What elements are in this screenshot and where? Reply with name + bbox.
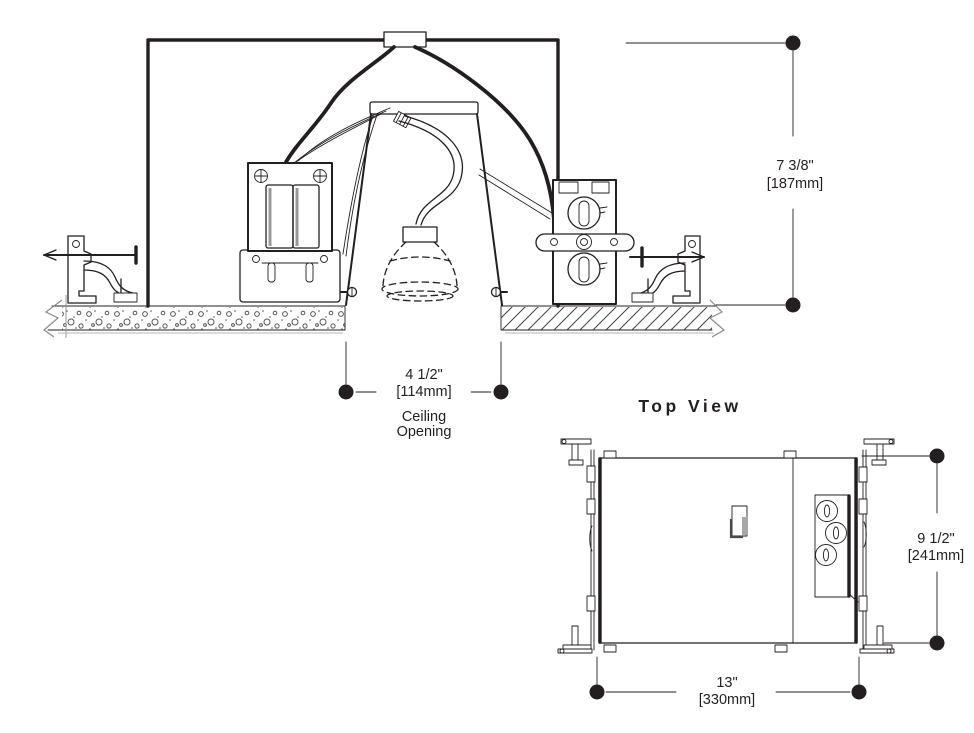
junction-box-top [814, 494, 859, 603]
supply-wires [284, 45, 556, 222]
trim-screw-left [340, 286, 358, 298]
lamp-housing [288, 101, 553, 306]
mounting-bar [535, 233, 635, 252]
transformer-bracket [239, 249, 341, 303]
opening-caption-line2: Opening [397, 424, 452, 440]
junction-box-side [535, 179, 635, 305]
reflector-lamp [381, 241, 459, 302]
dimension-dot [493, 384, 509, 400]
cable-clamp [383, 31, 427, 48]
hanger-bracket-left [43, 235, 138, 304]
lamp-socket [402, 226, 438, 243]
opening-mm-label: [114mm] [396, 384, 451, 400]
knockout [825, 522, 847, 544]
dimension-dot [785, 297, 801, 313]
hanger-bracket-right [629, 235, 705, 304]
dimension-width: 13" [330mm] [589, 656, 867, 708]
dimension-depth: 9 1/2" [241mm] [861, 448, 964, 651]
dimension-dot [338, 384, 354, 400]
opening-caption-line1: Ceiling [402, 409, 446, 425]
top-view: Top View [557, 396, 964, 708]
dimension-ceiling-opening: 4 1/2" [114mm] Ceiling Opening [338, 341, 509, 440]
housing-top-plate [369, 101, 479, 115]
height-mm-label: [187mm] [767, 176, 823, 192]
knockout [816, 500, 838, 522]
top-view-title: Top View [638, 396, 741, 416]
side-view: 7 3/8" [187mm] 4 1/2" [114mm] Ceiling Op… [43, 31, 823, 440]
dimension-dot [785, 35, 801, 51]
depth-mm-label: [241mm] [908, 548, 964, 564]
transformer-coil [292, 184, 320, 249]
knockout [815, 544, 837, 566]
dimension-dot [929, 448, 945, 464]
height-inches-label: 7 3/8" [776, 158, 813, 174]
width-inches-label: 13" [716, 675, 737, 691]
break-symbol [708, 299, 726, 338]
width-mm-label: [330mm] [699, 692, 755, 708]
transformer [239, 162, 341, 303]
ceiling-left [43, 295, 346, 338]
hanger-bar-bottom-left [557, 625, 593, 654]
socket-bracket-top [729, 505, 748, 539]
mounting-pan [586, 449, 868, 653]
dimension-dot [589, 684, 605, 700]
trim-screw-right [490, 286, 508, 298]
opening-inches-label: 4 1/2" [405, 367, 442, 383]
dimension-dot [929, 635, 945, 651]
break-symbol [43, 299, 63, 338]
dimension-dot [851, 684, 867, 700]
hanger-bar-top-right [863, 438, 895, 466]
hanger-bar-top-left [560, 438, 592, 466]
depth-inches-label: 9 1/2" [917, 531, 954, 547]
transformer-screws [254, 169, 327, 183]
housing-enclosure [146, 31, 560, 308]
hanger-bar-bottom-right [859, 625, 895, 654]
ceiling-right [500, 299, 726, 338]
dimension-height: 7 3/8" [187mm] [625, 35, 823, 313]
